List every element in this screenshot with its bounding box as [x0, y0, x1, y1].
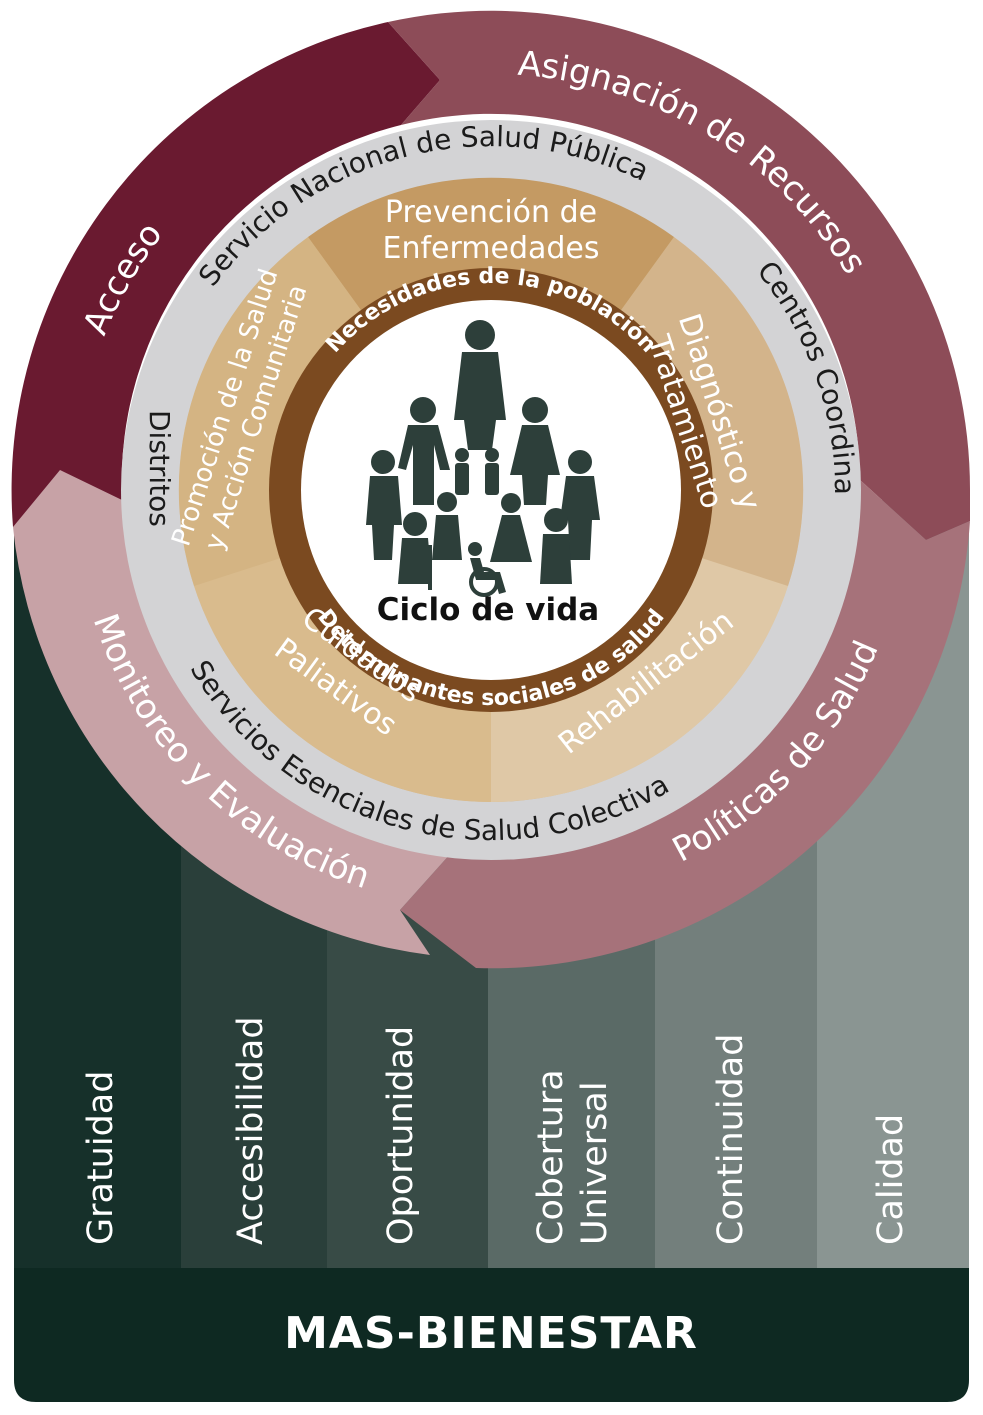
pillar-labels: Gratuidad Accesibilidad Oportunidad Cobe… [81, 1016, 911, 1245]
label-prevencion-1: Prevención de [385, 195, 597, 230]
outer-ring-monitoreo [13, 470, 452, 955]
pillar-label-cobertura-2: Universal [575, 1081, 615, 1245]
pillar-label-accesibilidad: Accesibilidad [231, 1016, 271, 1245]
label-distritos: Distritos [143, 410, 176, 527]
base-bar [14, 1268, 969, 1402]
center-label: Ciclo de vida [377, 592, 599, 628]
base-label: MAS-BIENESTAR [284, 1308, 698, 1359]
outer-ring-asignacion [388, 10, 971, 541]
pillar-label-gratuidad: Gratuidad [81, 1071, 121, 1245]
family-life-cycle-icon [366, 320, 600, 597]
outer-ring-acceso [11, 22, 440, 527]
pillar-label-oportunidad: Oportunidad [381, 1026, 421, 1245]
pillar-label-calidad: Calidad [871, 1114, 911, 1245]
outer-ring [11, 10, 971, 969]
label-prevencion-2: Enfermedades [382, 231, 599, 266]
pillar-label-continuidad: Continuidad [711, 1034, 751, 1245]
outer-ring-politicas [400, 480, 970, 969]
pillar-label-cobertura-1: Cobertura [531, 1069, 571, 1245]
